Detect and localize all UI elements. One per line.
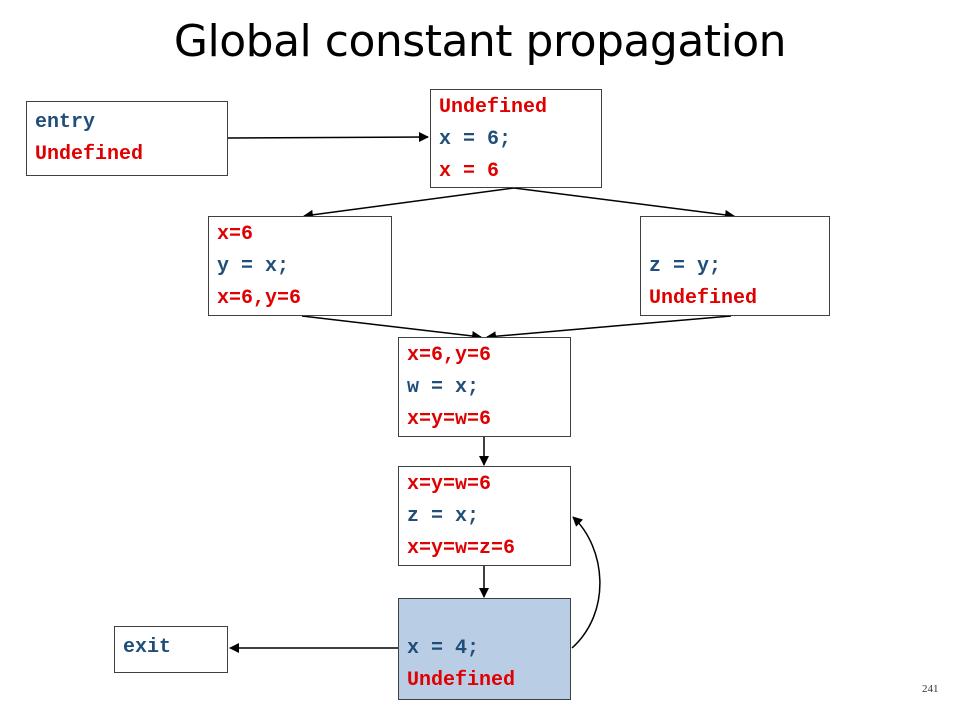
exit-block: exit [114, 626, 228, 673]
b3-line-0 [649, 219, 829, 251]
b2-line-2: x=6,y=6 [217, 287, 302, 310]
b4-line-0: x=6,y=6 [407, 344, 492, 367]
b2-line-0: x=6 [217, 223, 254, 246]
edge-b2-to-b4 [301, 315, 482, 341]
b6-line-0 [407, 601, 570, 633]
block-w-equals-x: x=6,y=6 w = x; x=y=w=6 [398, 337, 571, 437]
page-number: 241 [922, 683, 939, 695]
edge-entry-to-b1 [227, 132, 429, 143]
entry-line-1: Undefined [35, 143, 144, 166]
b5-line-1: z = x; [407, 505, 480, 528]
edge-b3-to-b4 [486, 315, 732, 342]
b6-line-1: x = 4; [407, 637, 480, 660]
exit-line-0: exit [123, 636, 172, 659]
b2-line-1: y = x; [217, 255, 290, 278]
b4-line-1: w = x; [407, 376, 480, 399]
slide-title: Global constant propagation [173, 16, 787, 67]
b1-line-1: x = 6; [439, 128, 512, 151]
block-x-equals-4: x = 4; Undefined [398, 598, 571, 700]
b4-line-2: x=y=w=6 [407, 408, 492, 431]
b3-line-1: z = y; [649, 255, 722, 278]
edge-b1-to-b3 [513, 187, 735, 220]
block-z-equals-y: z = y; Undefined [640, 216, 830, 316]
b1-line-2: x = 6 [439, 160, 500, 183]
b5-line-0: x=y=w=6 [407, 473, 492, 496]
edge-b6-back-to-b5 [571, 516, 601, 649]
block-z-equals-x: x=y=w=6 z = x; x=y=w=z=6 [398, 466, 571, 566]
b6-line-2: Undefined [407, 669, 516, 692]
b1-line-0: Undefined [439, 96, 548, 119]
edge-b1-to-b2 [303, 187, 515, 220]
b3-line-2: Undefined [649, 287, 758, 310]
block-x-equals-6: Undefined x = 6; x = 6 [430, 89, 602, 188]
entry-line-0: entry [35, 111, 96, 134]
b5-line-2: x=y=w=z=6 [407, 537, 516, 560]
block-y-equals-x: x=6 y = x; x=6,y=6 [208, 216, 392, 316]
